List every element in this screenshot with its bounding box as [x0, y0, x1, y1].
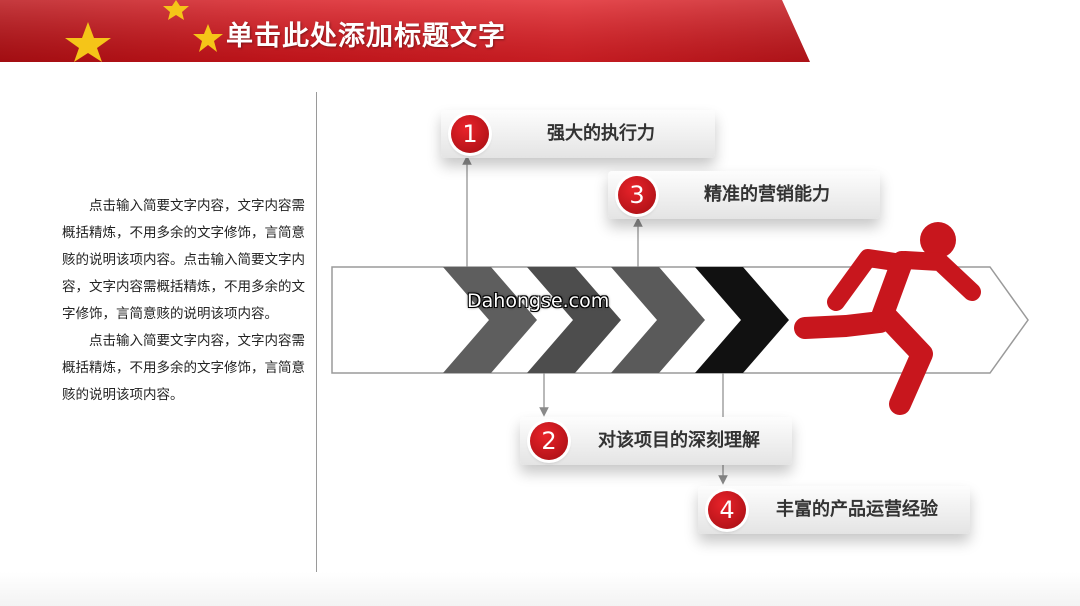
running-man-icon	[794, 222, 981, 415]
star-icon	[163, 0, 189, 20]
bottom-band	[0, 572, 1080, 606]
chevron-arrow	[527, 267, 621, 373]
step-number-badge: 1	[451, 115, 489, 153]
flag-banner	[0, 0, 810, 62]
step-card-3: 3 精准的营销能力	[608, 171, 880, 219]
page-title: 单击此处添加标题文字	[226, 21, 506, 52]
step-label: 对该项目的深刻理解	[598, 430, 760, 451]
step-number-badge: 2	[530, 422, 568, 460]
step-card-4: 4 丰富的产品运营经验	[698, 486, 970, 534]
body-text: 点击输入简要文字内容，文字内容需概括精炼，不用多余的文字修饰，言简意赅的说明该项…	[62, 193, 308, 409]
chevron-arrow	[695, 267, 789, 373]
step-label: 丰富的产品运营经验	[776, 499, 938, 520]
step-card-2: 2 对该项目的深刻理解	[520, 417, 792, 465]
step-number-badge: 3	[618, 176, 656, 214]
chevron-arrow	[611, 267, 705, 373]
star-icon	[65, 22, 111, 62]
body-paragraph: 点击输入简要文字内容，文字内容需概括精炼，不用多余的文字修饰，言简意赅的说明该项…	[62, 198, 305, 322]
step-label: 强大的执行力	[547, 123, 655, 144]
chevron-arrow	[443, 267, 537, 373]
body-paragraph: 点击输入简要文字内容，文字内容需概括精炼，不用多余的文字修饰，言简意赅的说明该项…	[62, 333, 305, 403]
step-card-1: 1 强大的执行力	[441, 110, 715, 158]
step-number-badge: 4	[708, 491, 746, 529]
step-label: 精准的营销能力	[704, 184, 830, 205]
vertical-divider	[316, 92, 317, 590]
star-icon	[193, 24, 223, 52]
header-banner: 单击此处添加标题文字	[0, 0, 1080, 62]
watermark: Dahongse.com	[467, 290, 610, 312]
